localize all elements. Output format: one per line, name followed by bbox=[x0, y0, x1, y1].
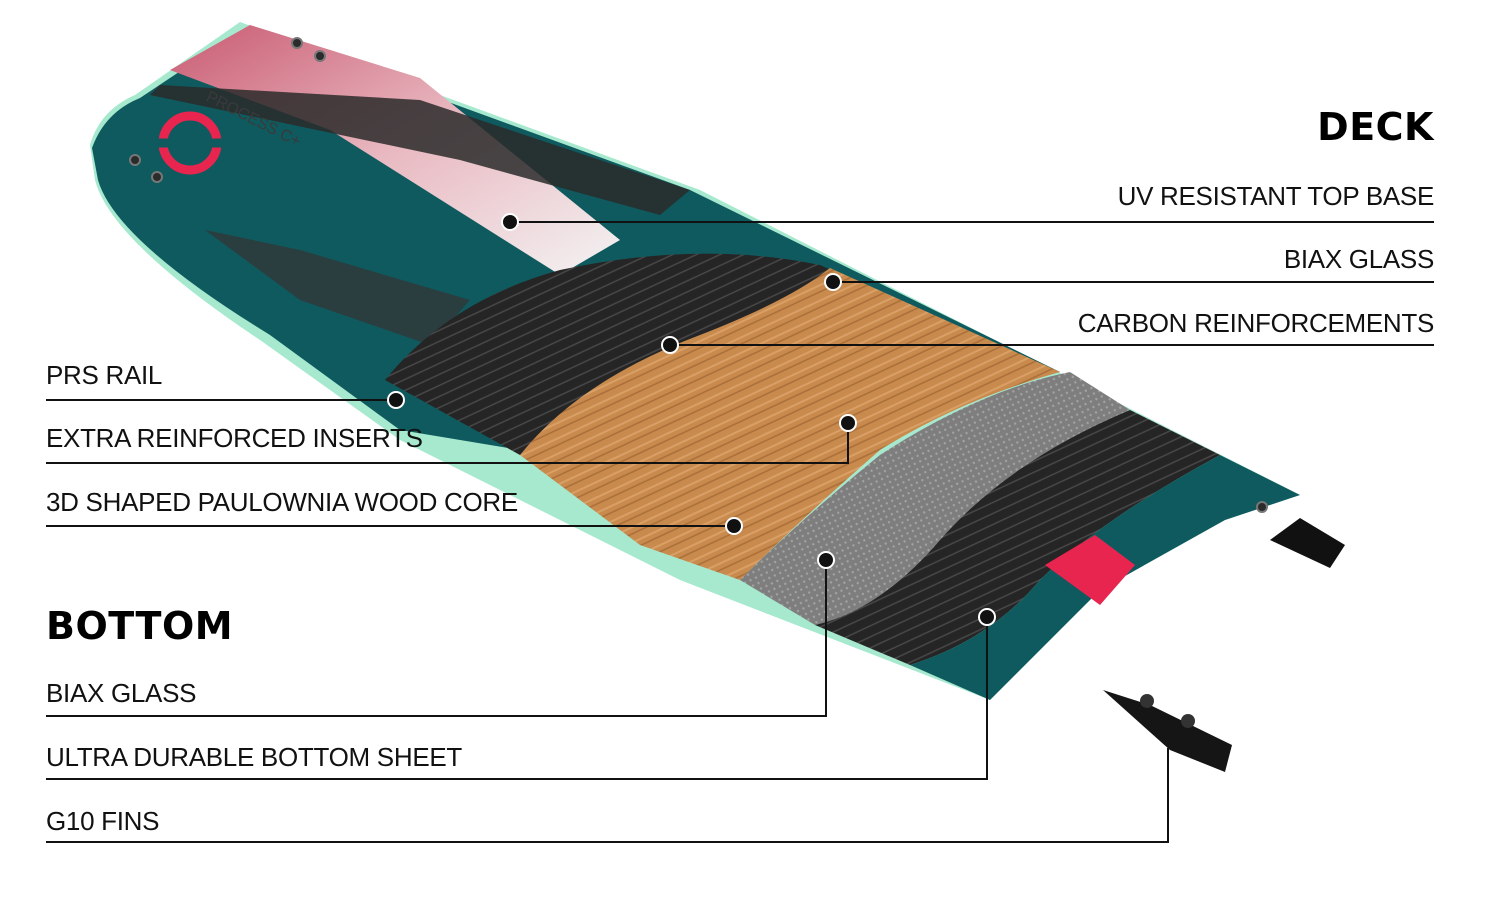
deck-pink-graphic bbox=[170, 25, 620, 275]
bottom-logo-icon bbox=[1045, 535, 1135, 605]
bottom-sheet-layer bbox=[815, 410, 1220, 665]
label-paulownia-wood-core: 3D SHAPED PAULOWNIA WOOD CORE bbox=[46, 487, 518, 517]
fin-on-board-icon bbox=[1270, 518, 1345, 568]
g10-fin-icon bbox=[1103, 690, 1232, 772]
fin-screw-icon bbox=[1181, 714, 1195, 728]
label-carbon-reinforcements: CARBON REINFORCEMENTS bbox=[1077, 308, 1435, 338]
label-prs-rail: PRS RAIL bbox=[46, 360, 163, 390]
label-uv-resistant-top-base: UV RESISTANT TOP BASE bbox=[1117, 181, 1435, 211]
deck-carbon-stripe bbox=[150, 85, 690, 215]
leader-dot-wood-core bbox=[725, 517, 743, 535]
leader-dot-prs-rail bbox=[387, 391, 405, 409]
fin-screw-icon bbox=[1140, 694, 1154, 708]
label-ultra-durable-bottom-sheet: ULTRA DURABLE BOTTOM SHEET bbox=[46, 742, 462, 772]
label-extra-reinforced-inserts: EXTRA REINFORCED INSERTS bbox=[46, 423, 423, 453]
leader-line-bottom-biax bbox=[46, 560, 827, 717]
deck-heading: DECK bbox=[1317, 105, 1434, 149]
label-deck-biax-glass: BIAX GLASS bbox=[1283, 244, 1434, 274]
leader-dot-uv-top-base bbox=[501, 213, 519, 231]
bottom-heading: BOTTOM bbox=[46, 604, 234, 648]
leader-dot-inserts bbox=[839, 414, 857, 432]
leader-dot-deck-biax bbox=[824, 273, 842, 291]
leader-line-fins bbox=[46, 748, 1169, 843]
leader-line-bottom-sheet bbox=[46, 617, 988, 780]
leader-dot-bottom-biax bbox=[817, 551, 835, 569]
deck-carbon-lower bbox=[205, 230, 470, 345]
leader-dot-carbon bbox=[661, 336, 679, 354]
deck-logo-icon bbox=[155, 111, 225, 175]
insert-screws-icon bbox=[129, 37, 1268, 513]
leader-line-inserts bbox=[46, 423, 849, 464]
leader-dot-bottom-sheet bbox=[978, 608, 996, 626]
bottom-glass-layer bbox=[740, 372, 1130, 625]
label-g10-fins: G10 FINS bbox=[46, 806, 160, 836]
label-bottom-biax-glass: BIAX GLASS bbox=[46, 678, 197, 708]
